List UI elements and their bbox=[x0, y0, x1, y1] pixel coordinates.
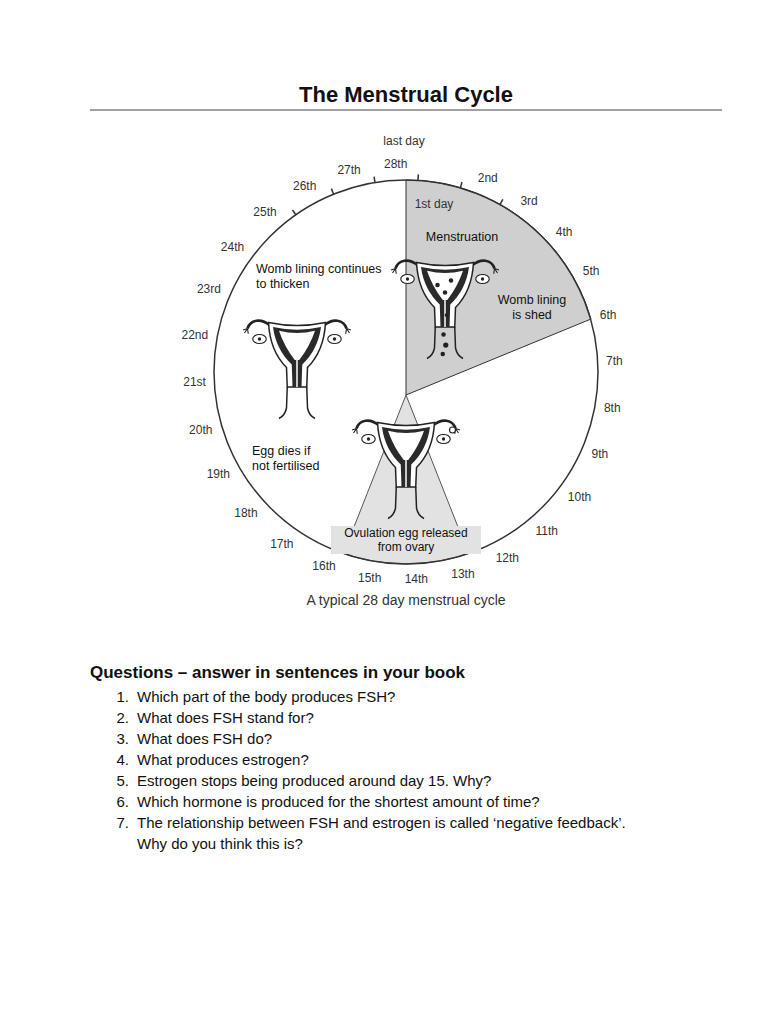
day-label: 10th bbox=[568, 490, 591, 504]
day-label: 6th bbox=[600, 308, 617, 322]
day-label: 5th bbox=[583, 264, 600, 278]
day-tick bbox=[417, 174, 419, 180]
day-label: 28th bbox=[384, 157, 407, 171]
day-label: 9th bbox=[592, 447, 609, 461]
question-number: 6. bbox=[103, 791, 129, 812]
question-number: 4. bbox=[103, 749, 129, 770]
day-ticks bbox=[292, 174, 502, 214]
day-label: 8th bbox=[604, 401, 621, 415]
question-text: Estrogen stops being produced around day… bbox=[137, 770, 627, 791]
day-label: last day bbox=[383, 134, 424, 148]
day-label: 19th bbox=[207, 467, 230, 481]
menstruation-sector: MenstruationWomb lining is shed bbox=[406, 180, 598, 395]
day-label: 24th bbox=[221, 240, 244, 254]
day-label: 25th bbox=[253, 205, 276, 219]
day-label: 23rd bbox=[197, 282, 221, 296]
questions-heading: Questions – answer in sentences in your … bbox=[90, 663, 465, 683]
day-label: 20th bbox=[189, 423, 212, 437]
node-heading: Ovulation egg released from ovary bbox=[331, 526, 481, 555]
uterus-menstruation bbox=[391, 261, 499, 359]
day-label: 18th bbox=[234, 506, 257, 520]
node-heading: Menstruation bbox=[407, 230, 517, 245]
day-label: 15th bbox=[358, 571, 381, 585]
question-text: The relationship between FSH and estroge… bbox=[137, 812, 627, 854]
ovulation-cone: Ovulation egg released from ovary bbox=[326, 520, 486, 560]
day-label: 26th bbox=[293, 179, 316, 193]
day-tick bbox=[373, 177, 375, 183]
day-label: 17th bbox=[270, 537, 293, 551]
question-number: 3. bbox=[103, 728, 129, 749]
day-label: 13th bbox=[451, 567, 474, 581]
uterus-thickening bbox=[243, 321, 351, 419]
day-label: 16th bbox=[312, 559, 335, 573]
uterus-ovulation bbox=[352, 421, 460, 519]
question-number: 1. bbox=[103, 686, 129, 707]
day-label: 27th bbox=[337, 163, 360, 177]
question-number: 7. bbox=[103, 812, 129, 833]
page-title: The Menstrual Cycle bbox=[299, 82, 513, 108]
day-label: 11th bbox=[536, 524, 558, 538]
stage-note: Egg dies if not fertilised bbox=[252, 444, 330, 474]
day-label: 4th bbox=[556, 225, 573, 239]
day-label: 3rd bbox=[520, 194, 537, 208]
day-label: 21st bbox=[183, 375, 206, 389]
day-tick bbox=[460, 182, 462, 188]
question-number: 2. bbox=[103, 707, 129, 728]
day-tick bbox=[292, 210, 295, 215]
day-tick bbox=[331, 189, 333, 195]
stage-note: Womb lining continues to thicken bbox=[256, 262, 388, 292]
figure-caption: A typical 28 day menstrual cycle bbox=[306, 592, 505, 609]
question-text: Which part of the body produces FSH? bbox=[137, 686, 627, 707]
title-rule bbox=[90, 110, 722, 111]
question-text: What produces estrogen? bbox=[137, 749, 627, 770]
day-tick bbox=[500, 199, 503, 204]
question-number: 5. bbox=[103, 770, 129, 791]
day-label: 7th bbox=[606, 354, 623, 368]
node-note: Womb lining is shed bbox=[495, 293, 569, 323]
question-text: Which hormone is produced for the shorte… bbox=[137, 791, 627, 812]
question-text: What does FSH stand for? bbox=[137, 707, 627, 728]
day-label: 22nd bbox=[182, 328, 209, 342]
cycle-circle bbox=[214, 180, 598, 564]
question-text: What does FSH do? bbox=[137, 728, 627, 749]
day-label: 1st day bbox=[415, 197, 454, 211]
day-label: 2nd bbox=[478, 171, 498, 185]
day-label: 12th bbox=[496, 551, 519, 565]
day-label: 14th bbox=[405, 572, 428, 586]
